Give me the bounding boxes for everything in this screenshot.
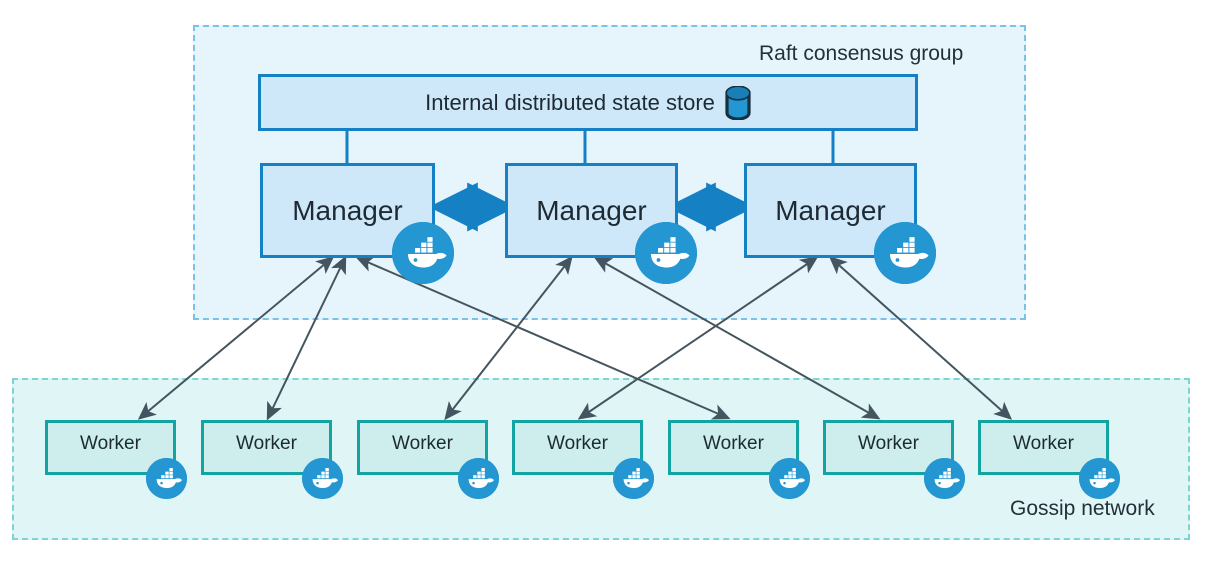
docker-whale-icon xyxy=(392,222,454,284)
docker-whale-icon xyxy=(458,458,499,499)
worker-node-1[interactable]: Worker xyxy=(45,420,176,475)
internal-state-store-node[interactable]: Internal distributed state store xyxy=(258,74,918,131)
database-cylinder-icon xyxy=(725,85,751,120)
docker-whale-icon xyxy=(302,458,343,499)
docker-whale-icon xyxy=(874,222,936,284)
docker-whale-icon xyxy=(635,222,697,284)
manager-label: Manager xyxy=(775,194,886,226)
worker-node-7[interactable]: Worker xyxy=(978,420,1109,475)
raft-consensus-group-label: Raft consensus group xyxy=(759,42,964,65)
manager-label: Manager xyxy=(292,194,403,226)
docker-whale-icon xyxy=(613,458,654,499)
worker-label: Worker xyxy=(392,433,453,454)
worker-label: Worker xyxy=(703,433,764,454)
docker-whale-icon xyxy=(769,458,810,499)
docker-whale-icon xyxy=(146,458,187,499)
worker-label: Worker xyxy=(1013,433,1074,454)
state-store-label: Internal distributed state store xyxy=(425,89,715,115)
worker-label: Worker xyxy=(547,433,608,454)
worker-label: Worker xyxy=(858,433,919,454)
docker-whale-icon xyxy=(924,458,965,499)
worker-label: Worker xyxy=(80,433,141,454)
gossip-network-group-label: Gossip network xyxy=(1010,497,1155,520)
docker-whale-icon xyxy=(1079,458,1120,499)
worker-label: Worker xyxy=(236,433,297,454)
manager-label: Manager xyxy=(536,194,647,226)
manager-node-2[interactable]: Manager xyxy=(505,163,678,258)
